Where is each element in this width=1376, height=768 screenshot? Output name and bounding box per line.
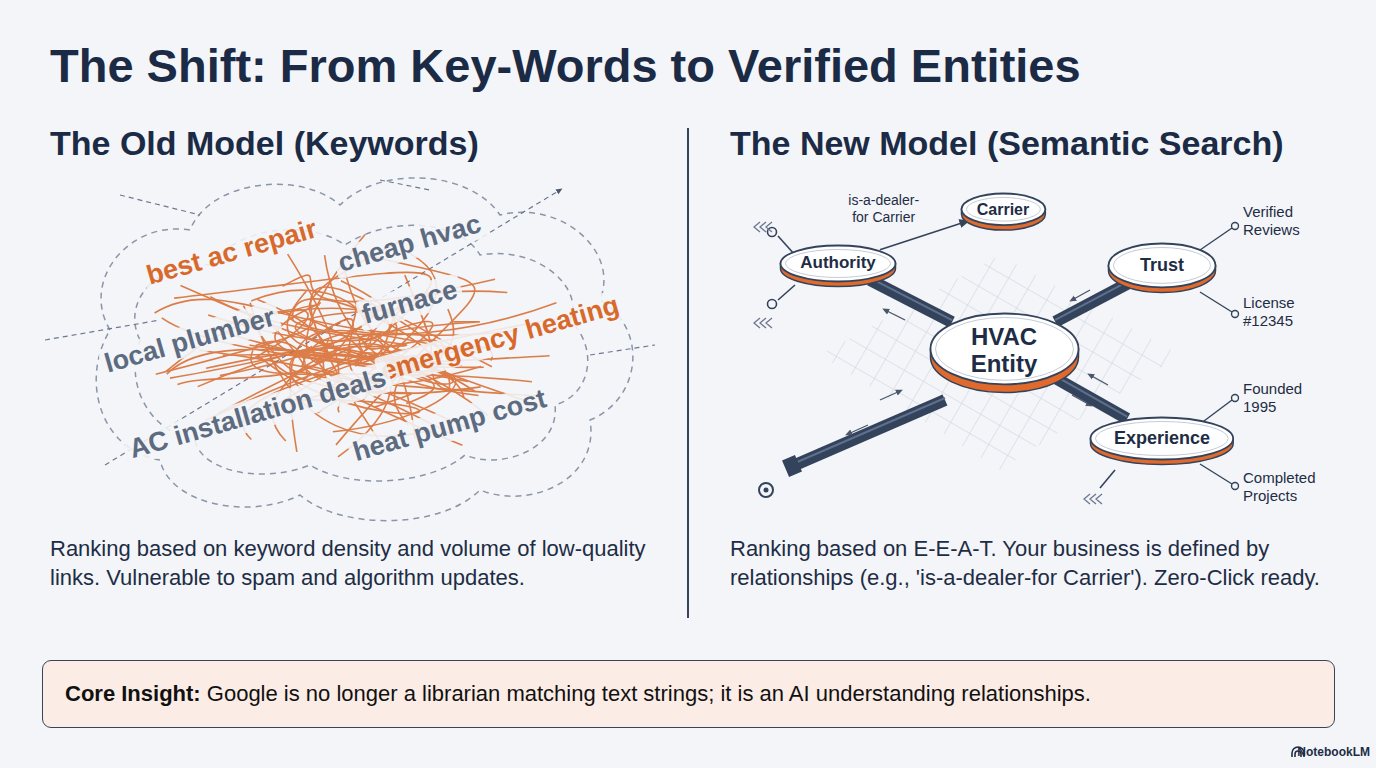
body-text: Ranking based on E-E-A-T. Your business … — [730, 534, 1330, 592]
connector-stub — [768, 228, 1116, 489]
node-label: HVAC Entity — [954, 324, 1054, 377]
column-heading: The New Model (Semantic Search) — [730, 124, 1284, 163]
insight-box: Core Insight: Google is no longer a libr… — [42, 660, 1335, 728]
node-label: Authority — [800, 254, 876, 273]
beam — [759, 398, 945, 497]
node-label: Carrier — [977, 201, 1029, 219]
guide-arrow — [45, 180, 655, 465]
entity-disc: Trust — [1107, 242, 1217, 294]
beam-connector — [1053, 375, 1127, 419]
column-heading: The Old Model (Keywords) — [50, 124, 479, 163]
cloud-outline — [96, 178, 633, 521]
edge-label: is-a-dealer-for Carrier — [841, 191, 927, 227]
attribute-label: Completed Projects — [1243, 469, 1343, 505]
beam-connector — [870, 278, 952, 322]
entity-disc: HVAC Entity — [929, 312, 1080, 394]
keyword: best ac repair — [139, 212, 324, 292]
watermark: NotebookLM — [1297, 745, 1370, 759]
node-label: Trust — [1140, 256, 1184, 276]
entity-disc: Authority — [779, 244, 897, 288]
insight-text: Core Insight: Google is no longer a libr… — [65, 680, 1091, 708]
chevrons — [754, 222, 1102, 504]
entity-disc: Experience — [1089, 416, 1235, 466]
insight-heading: Core Insight: — [65, 681, 201, 706]
attribute-label: License #12345 — [1243, 294, 1343, 330]
divider — [687, 128, 689, 618]
entity-disc: Carrier — [960, 192, 1047, 232]
body-text: Ranking based on keyword density and vol… — [50, 534, 650, 592]
title: The Shift: From Key-Words to Verified En… — [50, 38, 1081, 93]
node-label: Experience — [1114, 429, 1210, 449]
attribute-label: Verified Reviews — [1243, 203, 1343, 239]
insight-body: Google is no longer a librarian matching… — [207, 681, 1091, 706]
beam-connector — [1055, 282, 1127, 322]
keyword: cheap hvac — [331, 207, 489, 280]
attribute-label: Founded 1995 — [1243, 380, 1323, 416]
